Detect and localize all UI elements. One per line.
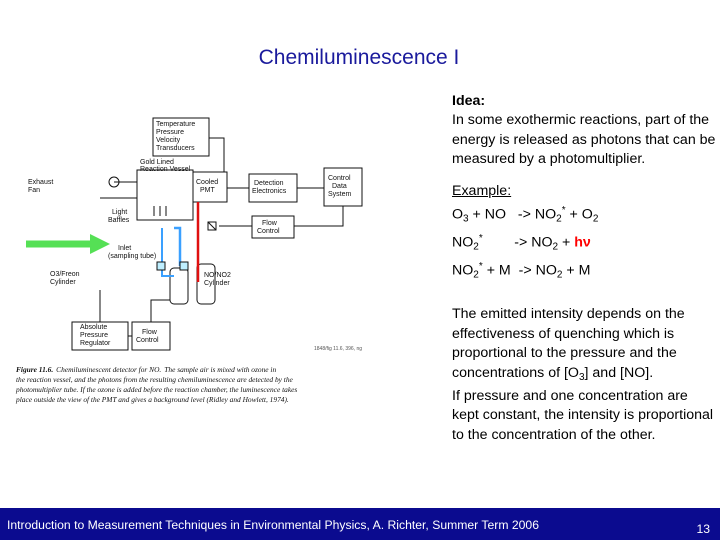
svg-text:Reaction Vessel: Reaction Vessel <box>140 166 191 173</box>
svg-text:Transducers: Transducers <box>156 145 195 152</box>
svg-text:Velocity: Velocity <box>156 137 181 144</box>
svg-text:place outside the view of the: place outside the view of the PMT and gi… <box>15 395 289 404</box>
photon-symbol: hν <box>574 234 591 251</box>
page-number: 13 <box>696 522 710 536</box>
svg-text:Control: Control <box>136 337 159 344</box>
slide-title: Chemiluminescence I <box>258 46 460 69</box>
svg-text:O3/Freon: O3/Freon <box>50 271 80 278</box>
svg-text:Gold Lined: Gold Lined <box>140 159 174 166</box>
reaction-1: O3 + NO -> NO2* + O2 <box>452 205 599 225</box>
text-column: Idea: In some exothermic reactions, part… <box>452 92 718 445</box>
svg-text:Fan: Fan <box>28 187 40 194</box>
reaction-3: NO2* + M -> NO2 + M <box>452 261 591 282</box>
svg-text:Light: Light <box>112 209 127 216</box>
svg-text:(sampling tube): (sampling tube) <box>108 253 156 260</box>
blue-o3-line <box>174 226 182 266</box>
svg-text:Control: Control <box>257 228 280 235</box>
svg-text:Cooled: Cooled <box>196 179 218 186</box>
reaction-2: NO2* -> NO2 + hν <box>452 233 591 253</box>
svg-text:Absolute: Absolute <box>80 324 107 331</box>
detector-figure: Temperature Pressure Velocity Transducer… <box>15 117 363 404</box>
idea-heading: Idea: <box>452 93 486 109</box>
svg-text:Exhaust: Exhaust <box>28 179 53 186</box>
svg-text:the reaction vessel, and the p: the reaction vessel, and the photons fro… <box>16 375 294 384</box>
svg-text:Data: Data <box>332 183 347 190</box>
footer-text: Introduction to Measurement Techniques i… <box>7 518 539 532</box>
svg-text:Electronics: Electronics <box>252 188 287 195</box>
intensity-paragraph: The emitted intensity depends on the eff… <box>452 306 714 443</box>
idea-text: In some exothermic reactions, part of th… <box>452 112 716 168</box>
svg-text:Flow: Flow <box>262 220 278 227</box>
svg-text:photomultiplier tube. If the o: photomultiplier tube. If the ozone is ad… <box>15 385 297 394</box>
svg-text:NO/NO2: NO/NO2 <box>204 272 231 279</box>
svg-text:Temperature: Temperature <box>156 121 195 128</box>
svg-text:Flow: Flow <box>142 329 158 336</box>
svg-text:Figure 11.6.Chemiluminescent d: Figure 11.6.Chemiluminescent detector fo… <box>16 365 276 374</box>
svg-text:Cylinder: Cylinder <box>50 279 76 286</box>
svg-text:Pressure: Pressure <box>80 332 108 339</box>
svg-text:PMT: PMT <box>200 187 216 194</box>
sample-inlet-arrow <box>90 234 110 254</box>
footer-bar: Introduction to Measurement Techniques i… <box>0 508 720 540</box>
svg-text:Baffles: Baffles <box>108 217 130 224</box>
svg-text:Detection: Detection <box>254 180 284 187</box>
svg-text:1848/fig 11.6, 396, ng: 1848/fig 11.6, 396, ng <box>314 346 362 352</box>
svg-text:System: System <box>328 191 352 198</box>
example-heading: Example: <box>452 182 512 199</box>
svg-text:Regulator: Regulator <box>80 340 111 347</box>
svg-text:Pressure: Pressure <box>156 129 184 136</box>
svg-text:Cylinder: Cylinder <box>204 280 230 287</box>
svg-text:Inlet: Inlet <box>118 245 131 252</box>
svg-text:Control: Control <box>328 175 351 182</box>
